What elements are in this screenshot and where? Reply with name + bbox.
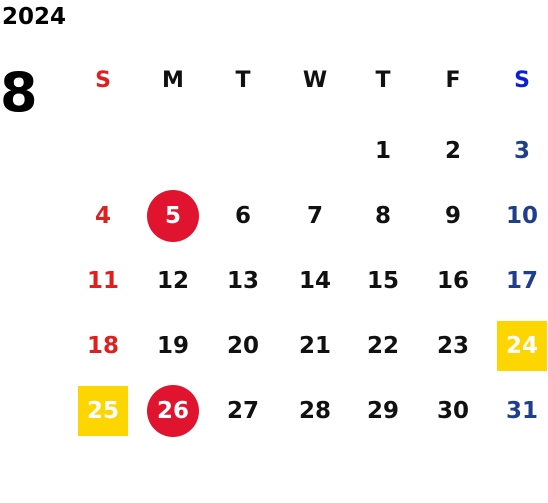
weekday-header: W xyxy=(302,68,328,93)
weekday-header: S xyxy=(514,68,530,93)
day-cell: 26 xyxy=(147,385,199,437)
day-cell: 6 xyxy=(234,202,251,229)
day-cell: 27 xyxy=(226,397,259,424)
day-cell: 8 xyxy=(374,202,391,229)
day-cell: 7 xyxy=(306,202,323,229)
calendar-month: 8 xyxy=(0,61,38,124)
day-cell: 30 xyxy=(436,397,469,424)
weekday-header: M xyxy=(162,68,184,93)
day-cell: 3 xyxy=(513,137,530,164)
weekday-header: T xyxy=(235,68,251,93)
day-cell: 29 xyxy=(366,397,399,424)
day-cell: 13 xyxy=(226,267,259,294)
day-cell: 12 xyxy=(156,267,189,294)
day-cell: 24 xyxy=(497,321,547,371)
day-cell: 17 xyxy=(505,267,538,294)
day-cell: 10 xyxy=(505,202,538,229)
day-cell: 23 xyxy=(436,332,469,359)
day-cell: 14 xyxy=(298,267,331,294)
day-cell: 20 xyxy=(226,332,259,359)
calendar-year: 2024 xyxy=(2,4,67,30)
day-cell: 22 xyxy=(366,332,399,359)
day-cell: 25 xyxy=(78,386,128,436)
day-cell: 9 xyxy=(444,202,461,229)
day-cell: 16 xyxy=(436,267,469,294)
day-cell: 11 xyxy=(86,267,119,294)
day-cell: 1 xyxy=(374,137,391,164)
day-cell: 28 xyxy=(298,397,331,424)
day-cell: 4 xyxy=(94,202,111,229)
weekday-header: S xyxy=(95,68,111,93)
day-cell: 19 xyxy=(156,332,189,359)
day-cell: 15 xyxy=(366,267,399,294)
day-cell: 18 xyxy=(86,332,119,359)
day-cell: 2 xyxy=(444,137,461,164)
weekday-header: F xyxy=(445,68,461,93)
day-cell: 31 xyxy=(505,397,538,424)
weekday-header: T xyxy=(375,68,391,93)
day-cell: 5 xyxy=(147,190,199,242)
day-cell: 21 xyxy=(298,332,331,359)
